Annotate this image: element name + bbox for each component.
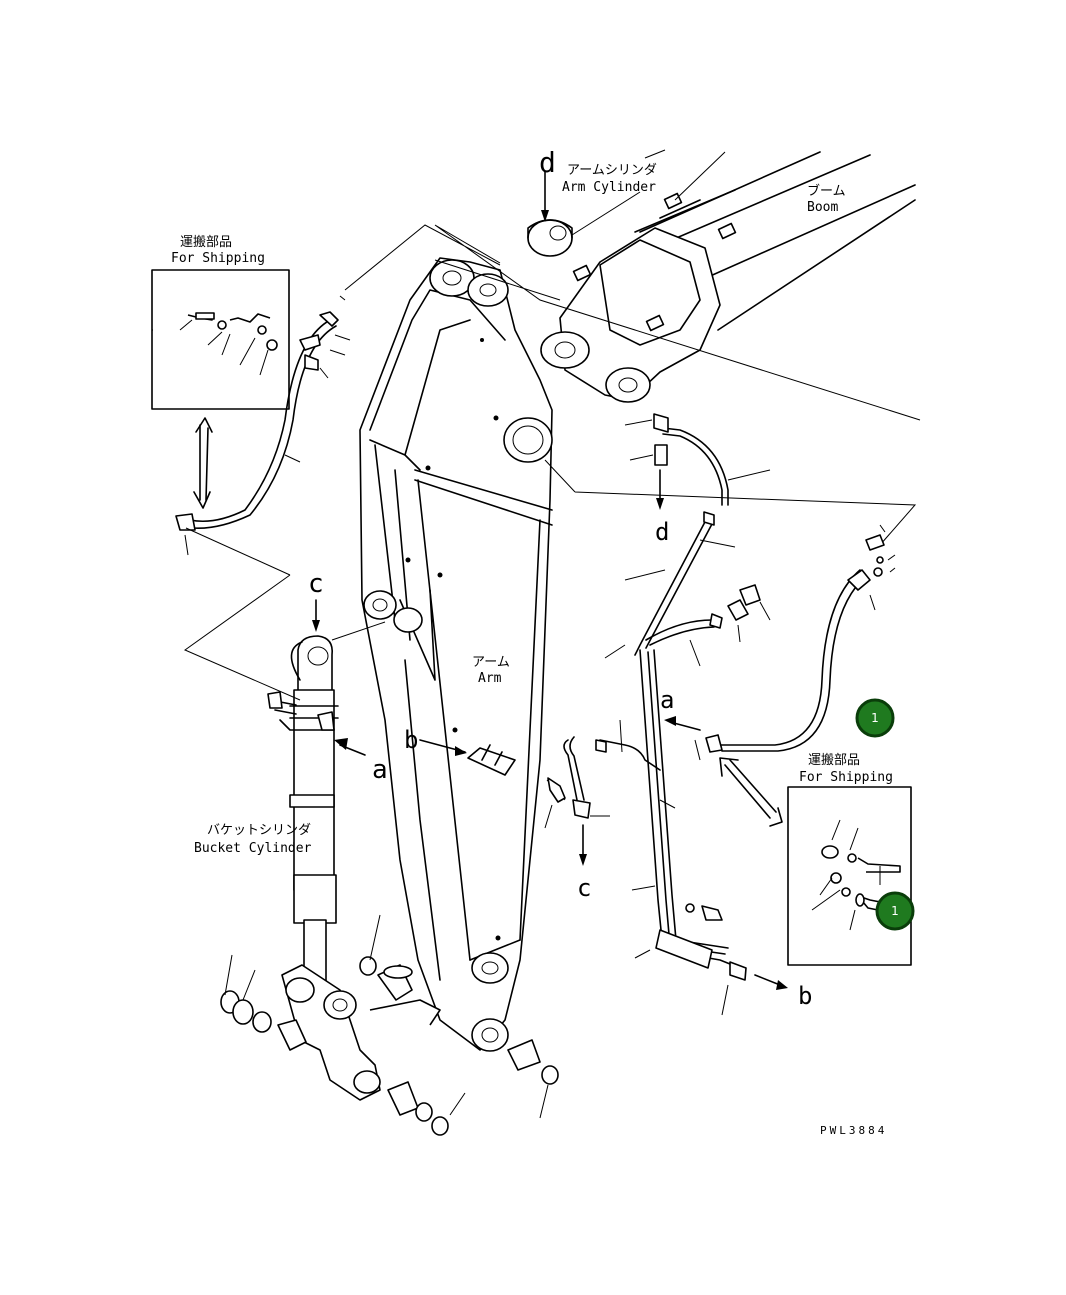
view-ref-d-mid: d — [655, 518, 669, 546]
callout-badge-shipping[interactable]: 1 — [875, 891, 915, 931]
callout-badge-shipping-number[interactable]: 1 — [891, 904, 899, 918]
view-ref-c-top: c — [308, 569, 324, 599]
arm-cylinder-label-jp: アームシリンダ — [567, 163, 657, 178]
for-shipping-right-jp: 運搬部品 — [808, 753, 860, 768]
view-ref-c-bottom: c — [577, 874, 591, 902]
view-ref-a-left: a — [372, 755, 388, 785]
view-ref-a-right: a — [660, 686, 674, 714]
boom-assembly — [540, 149, 916, 403]
arm-cylinder-pin — [527, 171, 641, 257]
for-shipping-left-en: For Shipping — [171, 251, 265, 266]
hose-left — [175, 295, 351, 556]
callout-badge-hose-number[interactable]: 1 — [871, 711, 879, 725]
bushings-and-seals — [220, 914, 559, 1136]
boom-label-jp: ブーム — [807, 183, 846, 199]
bucket-cylinder-label-en: Bucket Cylinder — [194, 841, 312, 856]
bucket-cylinder-label-jp: バケットシリンダ — [207, 823, 311, 838]
view-ref-b-right: b — [798, 982, 812, 1010]
for-shipping-left-jp: 運搬部品 — [180, 235, 232, 250]
arm-label-en: Arm — [478, 671, 502, 686]
shipping-box-left — [151, 269, 290, 410]
view-ref-b-left: b — [404, 726, 418, 754]
shipping-double-arrow-left — [193, 417, 213, 509]
for-shipping-right-en: For Shipping — [799, 770, 893, 785]
leader-lines-arm — [344, 224, 921, 546]
shipping-double-arrow-right — [719, 757, 783, 827]
arm-cylinder-label-en: Arm Cylinder — [562, 180, 656, 195]
view-ref-d-top: d — [539, 146, 556, 179]
shipping-box-right — [787, 786, 912, 966]
drawing-code: PWL3884 — [820, 1124, 887, 1137]
right-piping — [563, 413, 788, 1016]
hose-right — [664, 524, 896, 761]
bucket-cylinder — [183, 527, 386, 1101]
arm-structure — [359, 257, 553, 1052]
arm-label-jp: アーム — [472, 655, 510, 670]
boom-label-en: Boom — [807, 200, 838, 215]
sensor-b-assembly — [419, 739, 566, 829]
callout-badge-hose[interactable]: 1 — [855, 698, 895, 738]
